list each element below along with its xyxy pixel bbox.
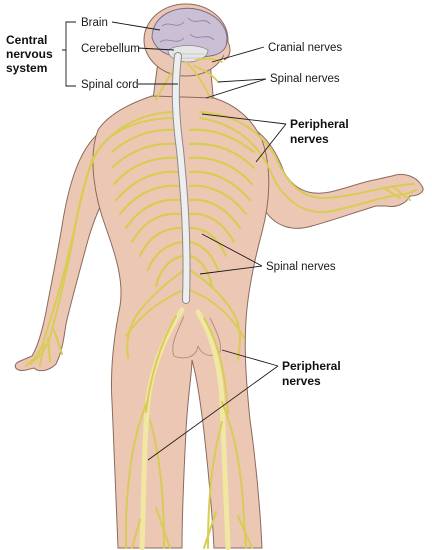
peripheral-nerves-lower-label-line2: nerves <box>282 374 321 388</box>
body-silhouette <box>14 3 424 549</box>
spinal-nerves-lower-label: Spinal nerves <box>266 261 336 273</box>
leader-lines <box>62 21 287 461</box>
cerebellum-label: Cerebellum <box>81 43 140 55</box>
cranial-nerves-label: Cranial nerves <box>268 42 342 54</box>
central-nervous-system-label-line1: Central <box>6 33 47 47</box>
spinal-cord-illustration <box>171 52 191 304</box>
peripheral-nerves-lower-label-line1: Peripheral <box>282 359 341 373</box>
labels: Central nervous system Brain Cerebellum … <box>6 17 349 388</box>
brain-label: Brain <box>81 17 108 29</box>
central-nervous-system-label-line3: system <box>6 61 47 75</box>
nerve-network <box>25 57 417 550</box>
spinal-cord-label: Spinal cord <box>81 79 139 91</box>
peripheral-nerves-upper-label-line1: Peripheral <box>290 117 349 131</box>
peripheral-nerves-upper-label-line2: nerves <box>290 132 329 146</box>
spinal-nerves-upper-label: Spinal nerves <box>270 73 340 85</box>
central-nervous-system-label-line2: nervous <box>6 47 53 61</box>
